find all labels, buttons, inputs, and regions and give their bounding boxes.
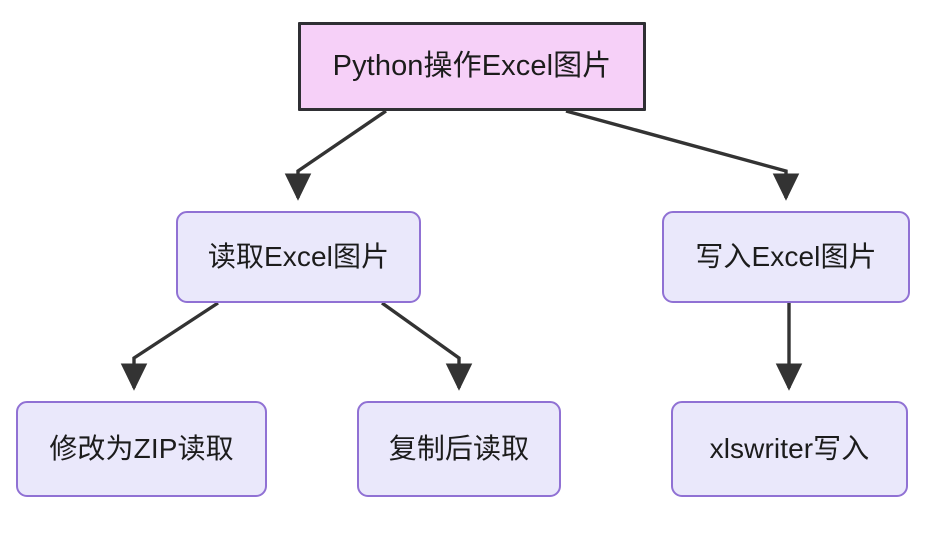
node-label: Python操作Excel图片 (332, 49, 612, 82)
node-python-excel-image[interactable]: Python操作Excel图片 (298, 22, 646, 111)
node-write-excel-image[interactable]: 写入Excel图片 (662, 211, 910, 303)
node-label: xlswriter写入 (709, 432, 870, 464)
edge-read-to-zip (120, 301, 219, 391)
node-read-excel-image[interactable]: 读取Excel图片 (176, 211, 421, 303)
edge-root-to-write (565, 109, 800, 201)
node-label: 写入Excel图片 (695, 240, 877, 272)
node-label: 读取Excel图片 (207, 240, 390, 272)
node-modify-to-zip-read[interactable]: 修改为ZIP读取 (16, 401, 267, 497)
node-xlswriter-write[interactable]: xlswriter写入 (671, 401, 908, 497)
edge-root-to-read (284, 109, 387, 201)
node-label: 复制后读取 (388, 432, 530, 464)
edge-read-to-copy (381, 301, 473, 391)
node-copy-then-read[interactable]: 复制后读取 (357, 401, 561, 497)
node-label: 修改为ZIP读取 (49, 432, 234, 464)
